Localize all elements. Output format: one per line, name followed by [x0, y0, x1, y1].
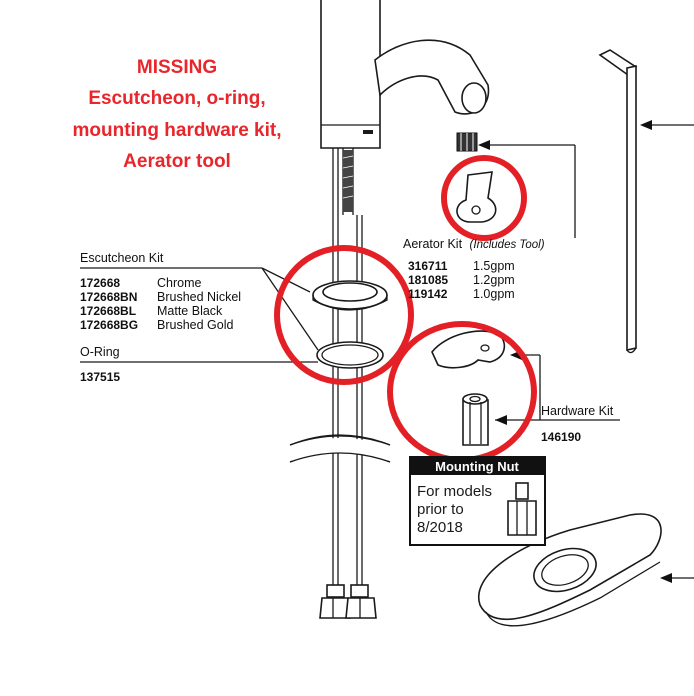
highlight-escutcheon-oring — [274, 245, 414, 385]
escutcheon-finish-3: Matte Black — [157, 304, 223, 318]
aerator-kit-label: Aerator Kit (Includes Tool) 316711 1.5gp… — [403, 237, 545, 301]
aerator-part-2: 181085 — [408, 273, 448, 287]
mounting-nut-line-2: prior to — [417, 501, 464, 518]
aerator-flow-1: 1.5gpm — [473, 259, 515, 273]
deck-plate — [477, 513, 662, 627]
aerator-flow-2: 1.2gpm — [473, 273, 515, 287]
escutcheon-finish-2: Brushed Nickel — [157, 290, 241, 304]
escutcheon-kit-label: Escutcheon Kit 172668 Chrome 172668BN Br… — [80, 251, 241, 332]
missing-line-1: MISSING — [137, 57, 217, 78]
escutcheon-part-1: 172668 — [80, 276, 120, 290]
leader-lines — [80, 120, 694, 583]
missing-highlights — [274, 155, 537, 463]
highlight-aerator-tool — [441, 155, 527, 241]
supply-hoses — [289, 148, 391, 619]
escutcheon-part-3: 172668BL — [80, 304, 136, 318]
o-ring-title: O-Ring — [80, 345, 120, 359]
mounting-nut-callout: Mounting Nut For models prior to 8/2018 — [409, 456, 546, 546]
o-ring-label: O-Ring 137515 — [80, 345, 120, 384]
mounting-nut-icon — [507, 482, 537, 536]
aerator-kit-note: (Includes Tool) — [470, 239, 545, 251]
threaded-shank — [342, 148, 354, 215]
escutcheon-part-2: 172668BN — [80, 290, 137, 304]
mounting-nut-line-3: 8/2018 — [417, 519, 463, 536]
escutcheon-finish-1: Chrome — [157, 276, 202, 290]
aerator-part-1: 316711 — [408, 259, 448, 273]
escutcheon-kit-title: Escutcheon Kit — [80, 251, 164, 265]
aerator-tool — [456, 171, 497, 223]
svg-text:Aerator Kit (Includes To: Aerator Kit (Includes Tool) — [403, 237, 545, 251]
hardware-kit-title: Hardware Kit — [541, 404, 614, 418]
escutcheon-finish-4: Brushed Gold — [157, 318, 233, 332]
missing-line-3: mounting hardware kit, — [72, 120, 281, 141]
aerator-part-3: 119142 — [408, 287, 448, 301]
escutcheon-ring — [312, 280, 388, 311]
mounting-nut-header: Mounting Nut — [435, 459, 519, 474]
mounting-nut-line-1: For models — [417, 483, 492, 500]
o-ring — [316, 341, 384, 369]
missing-line-2: Escutcheon, o-ring, — [88, 88, 265, 109]
hardware-kit-part: 146190 — [541, 430, 581, 444]
aerator-kit-title: Aerator Kit — [403, 237, 463, 251]
hardware-kit-label: Hardware Kit 146190 — [541, 404, 614, 444]
faucet-body — [320, 0, 490, 149]
aerator-flow-3: 1.0gpm — [473, 287, 515, 301]
lift-rod — [598, 49, 638, 354]
missing-note: MISSING Escutcheon, o-ring, mounting har… — [72, 57, 282, 173]
escutcheon-part-4: 172668BG — [80, 318, 138, 332]
o-ring-part: 137515 — [80, 370, 120, 384]
mounting-bracket — [431, 330, 506, 369]
mounting-nut-part — [462, 393, 489, 446]
aerator-part — [456, 132, 478, 152]
missing-line-4: Aerator tool — [123, 151, 231, 172]
